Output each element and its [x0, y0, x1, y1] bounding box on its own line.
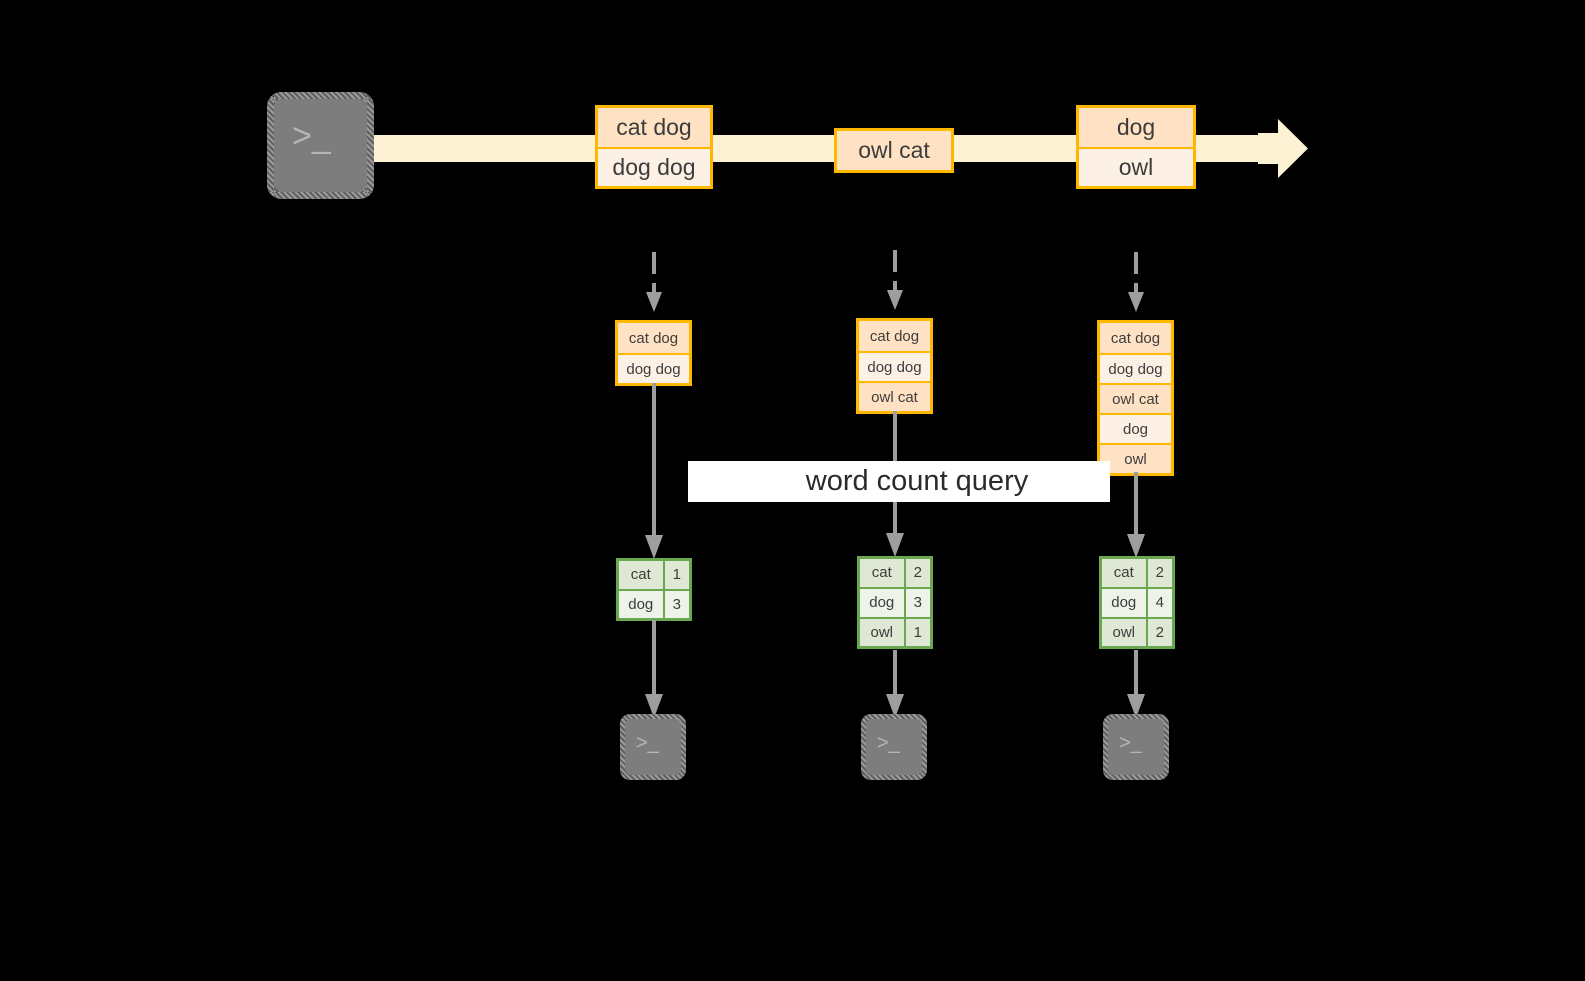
dashed-connector-1 — [643, 252, 665, 314]
input-row: cat dog — [859, 321, 930, 351]
record-row: dog dog — [598, 147, 710, 186]
result-table-t3: cat 2 dog 4 owl 2 — [1099, 556, 1175, 649]
result-word: dog — [617, 588, 664, 620]
input-row: dog — [1100, 413, 1171, 443]
query-label-text: word count query — [805, 465, 1029, 497]
result-row: dog 3 — [858, 586, 932, 618]
result-table-t2: cat 2 dog 3 owl 1 — [857, 556, 933, 649]
terminal-prompt-glyph: >_ — [1119, 732, 1142, 754]
input-row: cat dog — [1100, 323, 1171, 353]
input-row: cat dog — [618, 323, 689, 353]
dashed-connector-2 — [884, 250, 906, 312]
query-label-band: word count query — [688, 461, 1110, 502]
terminal-prompt-glyph: >_ — [636, 732, 659, 754]
result-count: 4 — [1145, 586, 1174, 618]
result-count: 3 — [662, 588, 691, 620]
sink-connector-1 — [643, 620, 665, 720]
sink-terminal-icon-3[interactable]: >_ — [1103, 714, 1169, 780]
query-connector-3 — [1125, 472, 1147, 560]
result-word: cat — [1100, 557, 1147, 588]
input-row: dog dog — [859, 351, 930, 381]
input-row: dog dog — [618, 353, 689, 383]
terminal-screen — [1108, 719, 1164, 775]
query-connector-1 — [643, 383, 665, 561]
result-count: 3 — [903, 586, 932, 618]
result-word: cat — [617, 559, 664, 590]
result-count: 2 — [1145, 557, 1174, 588]
record-batch-2: owl cat — [834, 128, 954, 173]
input-table-t1: cat dog dog dog — [615, 320, 692, 386]
result-row: dog 4 — [1100, 586, 1174, 618]
input-row: owl — [1100, 443, 1171, 473]
sink-connector-2 — [884, 650, 906, 720]
result-count: 1 — [662, 559, 691, 590]
result-row: owl 2 — [1100, 616, 1174, 648]
record-row: owl — [1079, 147, 1193, 186]
result-word: dog — [1100, 586, 1147, 618]
record-row: dog — [1079, 108, 1193, 147]
terminal-screen — [625, 719, 681, 775]
input-row: owl cat — [1100, 383, 1171, 413]
terminal-screen — [866, 719, 922, 775]
record-row: cat dog — [598, 108, 710, 147]
stream-arrow-head — [1258, 119, 1308, 178]
result-row: owl 1 — [858, 616, 932, 648]
input-table-t3: cat dog dog dog owl cat dog owl — [1097, 320, 1174, 476]
result-row: cat 1 — [617, 559, 691, 590]
result-count: 2 — [903, 557, 932, 588]
terminal-prompt-glyph: >_ — [877, 732, 900, 754]
input-row: owl cat — [859, 381, 930, 411]
result-word: cat — [858, 557, 905, 588]
source-terminal-icon[interactable]: >_ — [267, 92, 374, 199]
input-table-t2: cat dog dog dog owl cat — [856, 318, 933, 414]
result-row: cat 2 — [1100, 557, 1174, 588]
input-row: dog dog — [1100, 353, 1171, 383]
terminal-prompt-glyph: >_ — [292, 117, 331, 155]
sink-terminal-icon-1[interactable]: >_ — [620, 714, 686, 780]
record-row: owl cat — [837, 131, 951, 170]
result-word: dog — [858, 586, 905, 618]
result-word: owl — [858, 616, 905, 648]
result-row: cat 2 — [858, 557, 932, 588]
result-table-t1: cat 1 dog 3 — [616, 558, 692, 621]
result-count: 1 — [903, 616, 932, 648]
record-batch-3: dog owl — [1076, 105, 1196, 189]
terminal-screen — [274, 99, 367, 192]
dashed-connector-3 — [1125, 252, 1147, 314]
record-batch-1: cat dog dog dog — [595, 105, 713, 189]
result-word: owl — [1100, 616, 1147, 648]
sink-connector-3 — [1125, 650, 1147, 720]
result-count: 2 — [1145, 616, 1174, 648]
result-row: dog 3 — [617, 588, 691, 620]
sink-terminal-icon-2[interactable]: >_ — [861, 714, 927, 780]
